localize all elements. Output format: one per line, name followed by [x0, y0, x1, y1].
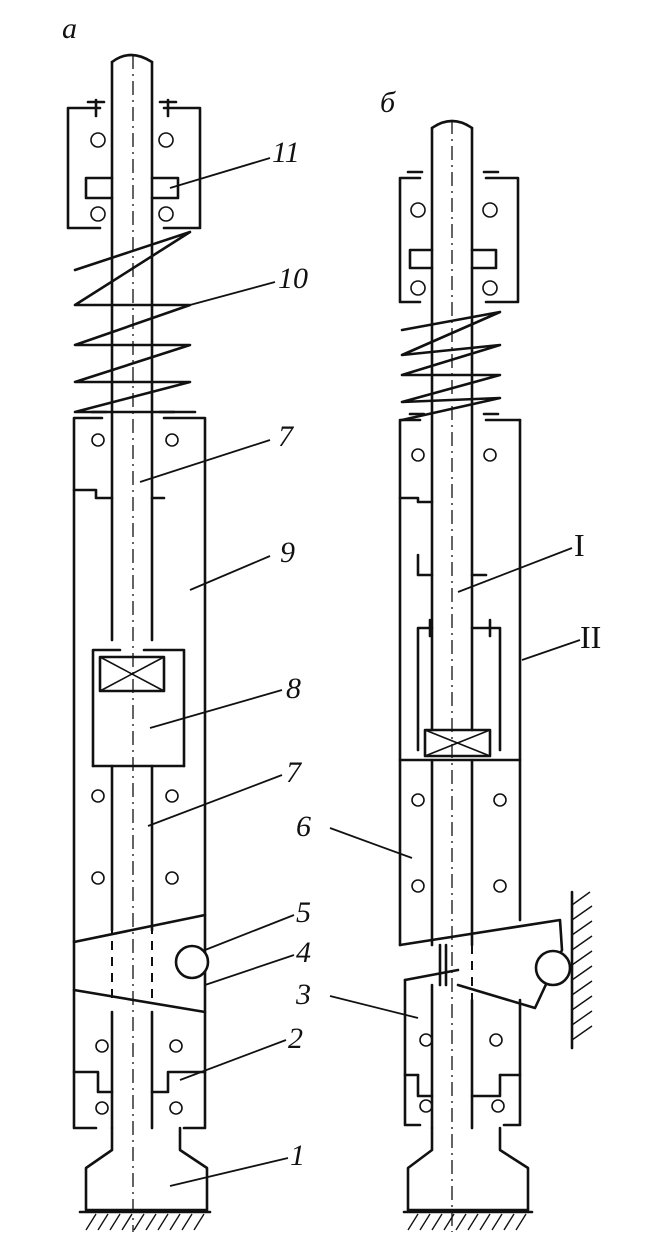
panel-a-roller-5 [174, 944, 210, 980]
label-4: 4 [296, 936, 311, 969]
label-roman-2: II [580, 619, 601, 655]
panel-a-outer-housing [72, 410, 207, 1130]
panel-b-wall [571, 891, 593, 1041]
panel-b-rod [430, 119, 474, 1232]
label-7-upper: 7 [278, 420, 295, 453]
panel-a-letter: a [62, 12, 77, 45]
label-6: 6 [296, 810, 311, 843]
panel-b-wedge-pair [398, 890, 593, 1050]
panel-a-inner-cylinder [91, 648, 186, 932]
label-7-lower: 7 [286, 756, 303, 789]
label-8: 8 [286, 672, 301, 705]
panel-b: б [295, 86, 601, 1232]
panel-a-rod [110, 53, 154, 1232]
panel-a-base [72, 1010, 212, 1231]
label-roman-1: I [574, 527, 585, 563]
panel-b-leaders [329, 547, 581, 1019]
panel-b-letter: б [380, 86, 396, 119]
panel-a: a [62, 12, 311, 1232]
panel-b-base [402, 978, 534, 1231]
label-9: 9 [280, 536, 295, 569]
panel-a-wedge-pair [72, 913, 210, 1014]
panel-b-outer-housing [398, 412, 522, 947]
label-10: 10 [278, 262, 308, 295]
panel-b-top-bearing-housing [398, 170, 520, 304]
label-5: 5 [296, 896, 311, 929]
panel-a-leaders [139, 157, 295, 1187]
label-1: 1 [290, 1139, 305, 1172]
panel-b-spring [400, 310, 502, 422]
label-2: 2 [288, 1022, 303, 1055]
panel-a-spring [73, 230, 197, 414]
panel-a-top-bearing-housing [66, 98, 202, 230]
panel-b-roller [534, 949, 572, 987]
label-11: 11 [272, 136, 300, 169]
panel-b-inner-sleeve [398, 618, 522, 947]
label-3: 3 [295, 978, 311, 1011]
